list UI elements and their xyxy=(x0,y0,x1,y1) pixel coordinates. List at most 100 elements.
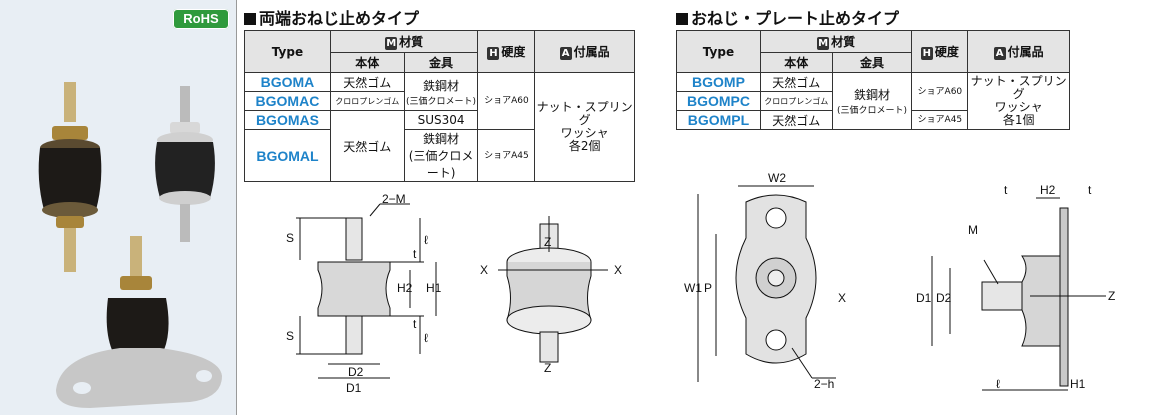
hardness-badge: H xyxy=(487,47,500,60)
accessory-line: ナット・スプリング xyxy=(536,100,633,127)
header-hardness-text: 硬度 xyxy=(501,45,526,59)
body-material: 天然ゴム xyxy=(759,72,833,92)
header-fitting: 金具 xyxy=(403,52,479,73)
fitting-sub: (三価クロメート) xyxy=(408,149,474,180)
left-section-title: 両端おねじ止めタイプ xyxy=(244,5,419,29)
w1-label: W1 xyxy=(684,281,702,295)
t-label: t xyxy=(1088,183,1092,197)
type-code: BGOMP xyxy=(676,72,761,92)
fitting-material: 鉄鋼材 (三価クロメート) xyxy=(403,72,479,111)
fitting-main: 鉄鋼材 xyxy=(423,132,460,146)
material-badge: M xyxy=(385,37,398,50)
hardness-value: ショアA60 xyxy=(911,72,969,111)
header-fitting: 金具 xyxy=(831,52,913,73)
double-stud-side-diagram: 2−M S S ℓ ℓ t t H2 H1 D2 D1 xyxy=(286,192,442,395)
accessory-line: 各1個 xyxy=(1002,113,1035,127)
z-axis-label: Z xyxy=(544,235,551,249)
h1-label: H1 xyxy=(1070,377,1086,391)
d2-label: D2 xyxy=(936,291,952,305)
d1-label: D1 xyxy=(916,291,932,305)
h1-label: H1 xyxy=(426,281,442,295)
accessory-line: 各2個 xyxy=(568,139,601,153)
l-label: ℓ xyxy=(424,233,428,247)
mount-photo-right xyxy=(155,86,215,242)
right-section-title: おねじ・プレート止めタイプ xyxy=(676,5,899,29)
header-body: 本体 xyxy=(759,52,833,73)
accessory-value: ナット・スプリング ワッシャ 各2個 xyxy=(534,72,635,182)
type-code: BGOMPC xyxy=(676,91,761,111)
thread-label: 2−M xyxy=(382,192,406,206)
plate-top-view-diagram: W2 W1 P X 2−h xyxy=(684,171,846,391)
header-body: 本体 xyxy=(329,52,405,73)
fitting-material: SUS304 xyxy=(403,110,479,130)
accessory-line: ワッシャ xyxy=(994,100,1043,114)
body-material: 天然ゴム xyxy=(329,110,405,182)
header-type: Type xyxy=(244,30,331,73)
type-code: BGOMAS xyxy=(244,110,331,130)
d2-label: D2 xyxy=(348,365,364,379)
title-square-icon xyxy=(244,13,256,25)
fitting-main: 鉄鋼材 xyxy=(423,78,460,93)
s-label: S xyxy=(286,329,294,343)
fitting-sub: (三価クロメート) xyxy=(406,96,477,107)
body-material: クロロプレンゴム xyxy=(329,91,405,111)
t-label: t xyxy=(1004,183,1008,197)
header-accessory-text: 付属品 xyxy=(1007,45,1044,59)
left-title-text: 両端おねじ止めタイプ xyxy=(259,9,420,28)
header-hardness-text: 硬度 xyxy=(934,45,959,59)
fitting-material: 鉄鋼材 (三価クロメート) xyxy=(831,72,913,130)
accessory-line: ナット・スプリング xyxy=(970,74,1067,101)
accessory-badge: A xyxy=(993,47,1006,60)
accessory-badge: A xyxy=(559,47,572,60)
z-axis-label: Z xyxy=(544,361,551,375)
hardness-value: ショアA60 xyxy=(477,72,536,130)
type-code: BGOMAL xyxy=(244,129,331,182)
fitting-material: 鉄鋼材 (三価クロメート) xyxy=(403,129,479,182)
product-photo xyxy=(38,82,222,408)
body-material: 天然ゴム xyxy=(329,72,405,92)
hole-label: 2−h xyxy=(814,377,834,391)
double-stud-perspective-diagram: Z Z X X xyxy=(480,216,622,375)
right-title-text: おねじ・プレート止めタイプ xyxy=(691,9,900,28)
type-code: BGOMPL xyxy=(676,110,761,130)
z-axis-label: Z xyxy=(1108,289,1115,303)
t-label: t xyxy=(413,247,417,261)
type-code: BGOMAC xyxy=(244,91,331,111)
type-code: BGOMA xyxy=(244,72,331,92)
plate-side-view-diagram: t H2 t M D1 D2 Z ℓ H1 xyxy=(916,183,1115,391)
p-label: P xyxy=(704,281,712,295)
hardness-value: ショアA45 xyxy=(477,129,536,182)
mount-photo-left xyxy=(38,82,102,272)
title-square-icon xyxy=(676,13,688,25)
l-label: ℓ xyxy=(996,377,1000,391)
material-badge: M xyxy=(817,37,830,50)
hardness-badge: H xyxy=(920,47,933,60)
s-label: S xyxy=(286,231,294,245)
product-photo-panel: RoHS xyxy=(0,0,237,415)
t-label: t xyxy=(413,317,417,331)
x-axis-label: X xyxy=(614,263,622,277)
w2-label: W2 xyxy=(768,171,786,185)
h2-label: H2 xyxy=(397,281,413,295)
header-material-text: 材質 xyxy=(399,35,424,49)
body-material: 天然ゴム xyxy=(759,110,833,130)
accessory-value: ナット・スプリング ワッシャ 各1個 xyxy=(967,72,1070,130)
rohs-badge: RoHS xyxy=(173,9,229,29)
x-axis-label: X xyxy=(838,291,846,305)
header-type: Type xyxy=(676,30,761,73)
fitting-main: 鉄鋼材 xyxy=(854,88,891,102)
header-material-text: 材質 xyxy=(831,35,856,49)
x-axis-label: X xyxy=(480,263,488,277)
body-material: クロロプレンゴム xyxy=(759,91,833,111)
fitting-sub: (三価クロメート) xyxy=(837,106,908,116)
hardness-value: ショアA45 xyxy=(911,110,969,130)
h2-label: H2 xyxy=(1040,183,1056,197)
